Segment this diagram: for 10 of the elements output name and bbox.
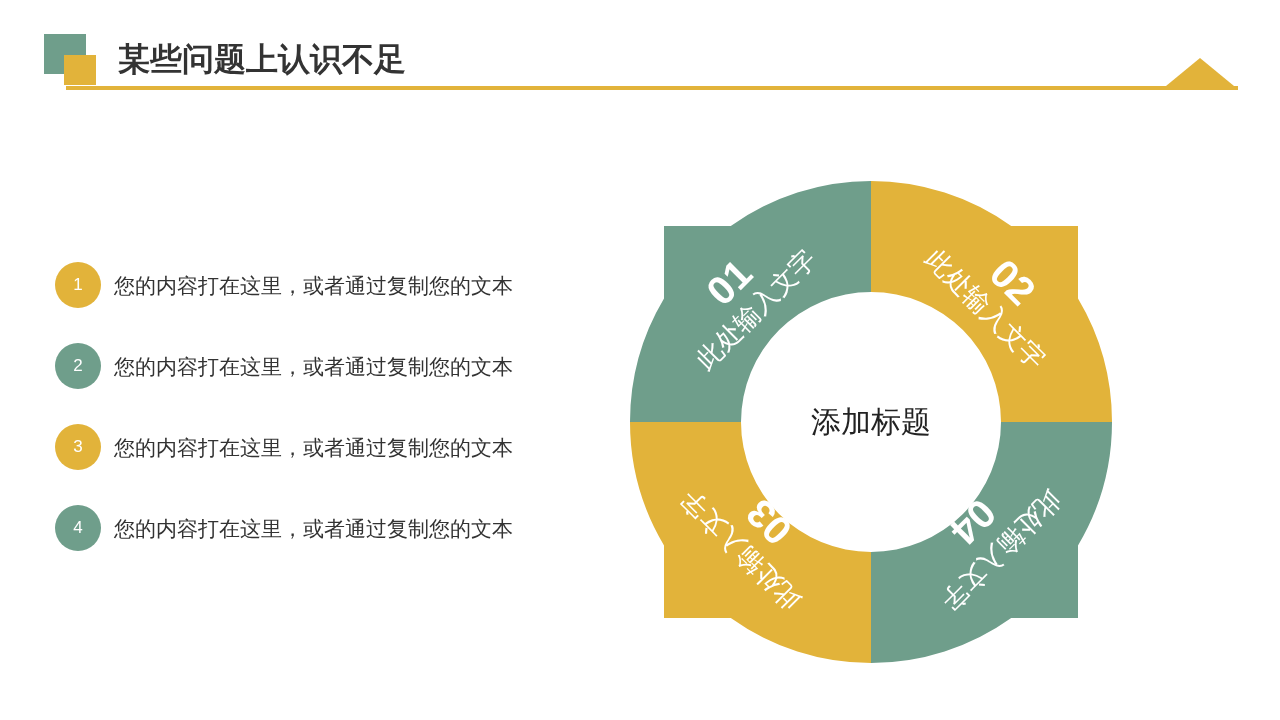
number-circle: 1 bbox=[55, 262, 101, 308]
number-circle: 3 bbox=[55, 424, 101, 470]
number-circle: 4 bbox=[55, 505, 101, 551]
list-item-text: 您的内容打在这里，或者通过复制您的文本 bbox=[114, 435, 513, 462]
list-item-text: 您的内容打在这里，或者通过复制您的文本 bbox=[114, 273, 513, 300]
center-title: 添加标题 bbox=[761, 402, 981, 443]
slide-title: 某些问题上认识不足 bbox=[118, 39, 406, 80]
list-item-text: 您的内容打在这里，或者通过复制您的文本 bbox=[114, 354, 513, 381]
list-item-text: 您的内容打在这里，或者通过复制您的文本 bbox=[114, 516, 513, 543]
number-circle: 2 bbox=[55, 343, 101, 389]
